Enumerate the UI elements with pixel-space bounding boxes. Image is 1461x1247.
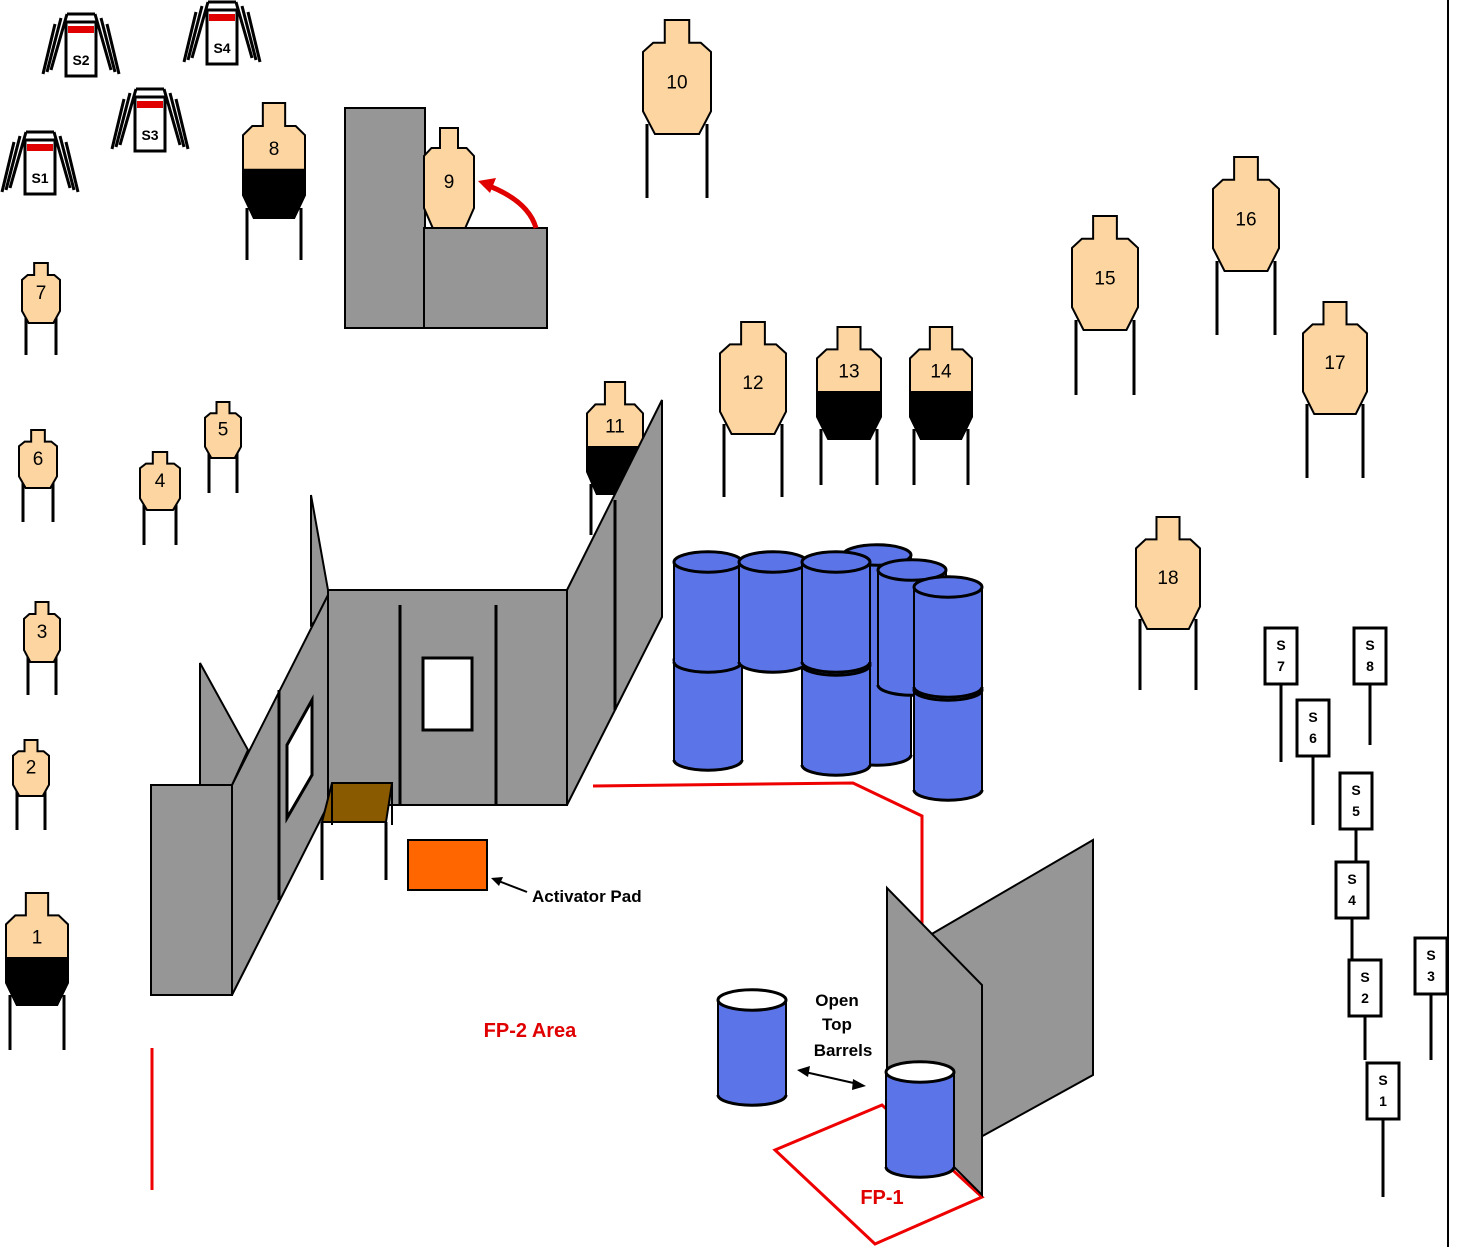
target-number: 4 — [155, 471, 166, 492]
open-label-line3: Barrels — [814, 1041, 873, 1060]
steel-plate-number: 8 — [1366, 658, 1374, 674]
paper-target-1: 1 — [5, 892, 69, 1050]
steel-plate-label: S — [1276, 637, 1285, 653]
steel-popper-s3: S3 — [110, 87, 190, 153]
target-number: 17 — [1324, 353, 1345, 374]
steel-plate-S7: S7 — [1263, 626, 1299, 762]
paper-target-15: 15 — [1071, 215, 1139, 395]
target-number: 3 — [37, 622, 48, 643]
steel-popper-label: S4 — [213, 40, 230, 56]
barrel — [800, 550, 872, 674]
steel-plate-number: 4 — [1348, 892, 1356, 908]
fault-lines — [150, 781, 985, 1246]
open-label-line2: Top — [822, 1015, 852, 1034]
target-number: 10 — [666, 72, 687, 93]
open-top-barrels-callout: Open Top Barrels — [797, 991, 872, 1090]
steel-plate-S2: S2 — [1347, 958, 1383, 1060]
target-number: 2 — [26, 758, 37, 779]
target-number: 6 — [33, 449, 44, 470]
wall-with-swinger — [344, 107, 426, 329]
port-window-side — [285, 694, 314, 824]
paper-target-14: 14 — [909, 326, 973, 485]
target-number: 12 — [742, 373, 763, 394]
steel-popper-label: S1 — [31, 170, 48, 186]
barrel — [737, 550, 809, 674]
fp1-label: FP-1 — [860, 1187, 903, 1209]
target-number: 11 — [605, 416, 625, 437]
paper-target-2: 2 — [12, 739, 50, 830]
open-top-barrel — [716, 988, 788, 1107]
paper-target-5: 5 — [204, 401, 242, 493]
paper-target-4: 4 — [139, 451, 181, 545]
steel-plate-number: 5 — [1352, 803, 1360, 819]
fp2-area-label: FP-2 Area — [484, 1020, 578, 1042]
open-top-barrel — [884, 1060, 956, 1179]
target-number: 13 — [838, 361, 859, 382]
wall-front — [423, 178, 548, 329]
barrel — [912, 575, 984, 699]
steel-plate-number: 6 — [1309, 730, 1317, 746]
steel-plate-label: S — [1365, 637, 1374, 653]
table — [320, 782, 394, 880]
activator-pad-label: Activator Pad — [532, 887, 642, 906]
target-number: 15 — [1094, 268, 1115, 289]
paper-target-7: 7 — [21, 262, 61, 355]
paper-target-9: 9 — [423, 127, 475, 229]
paper-target-3: 3 — [23, 601, 61, 695]
steel-plate-label: S — [1360, 969, 1369, 985]
target-number: 5 — [218, 420, 229, 441]
steel-plate-S5: S5 — [1338, 771, 1374, 862]
shoot-house — [150, 399, 663, 996]
steel-plate-label: S — [1351, 782, 1360, 798]
paper-target-8: 8 — [242, 102, 306, 260]
steel-plate-label: S — [1308, 709, 1317, 725]
steel-plate-number: 7 — [1277, 658, 1285, 674]
paper-target-10: 10 — [642, 19, 712, 198]
paper-target-17: 17 — [1302, 301, 1368, 478]
steel-plate-label: S — [1426, 947, 1435, 963]
target-number: 14 — [930, 361, 952, 382]
target-number: 16 — [1235, 209, 1256, 230]
steel-plate-S3: S3 — [1413, 936, 1449, 1060]
target-number: 9 — [444, 172, 455, 193]
steel-popper-s2: S2 — [41, 12, 121, 78]
steel-plate-label: S — [1378, 1072, 1387, 1088]
barrel-stack — [672, 543, 984, 802]
steel-popper-label: S3 — [141, 127, 158, 143]
paper-target-16: 16 — [1212, 156, 1280, 335]
port-window — [421, 656, 474, 732]
paper-target-13: 13 — [816, 326, 882, 485]
steel-popper-s1: S1 — [0, 130, 80, 196]
steel-popper-s4: S4 — [182, 0, 262, 66]
paper-target-18: 18 — [1135, 516, 1201, 690]
barrel — [672, 550, 744, 674]
steel-popper-label: S2 — [72, 52, 89, 68]
steel-plate-S4: S4 — [1334, 860, 1370, 960]
steel-plate-S1: S1 — [1365, 1061, 1401, 1197]
paper-target-12: 12 — [719, 321, 787, 497]
steel-plate-number: 1 — [1379, 1093, 1387, 1109]
activator-pad: Activator Pad — [407, 839, 642, 906]
open-label-line1: Open — [815, 991, 858, 1010]
paper-target-6: 6 — [18, 429, 58, 522]
open-top-barrels — [716, 988, 956, 1179]
target-number: 18 — [1157, 568, 1178, 589]
steel-plate-number: 2 — [1361, 990, 1369, 1006]
steel-plate-S6: S6 — [1295, 698, 1331, 825]
target-number: 8 — [269, 139, 280, 160]
steel-plate-S8: S8 — [1352, 626, 1388, 745]
steel-plate-label: S — [1347, 871, 1356, 887]
target-number: 7 — [36, 283, 47, 304]
steel-plate-number: 3 — [1427, 968, 1435, 984]
target-number: 1 — [32, 927, 43, 948]
